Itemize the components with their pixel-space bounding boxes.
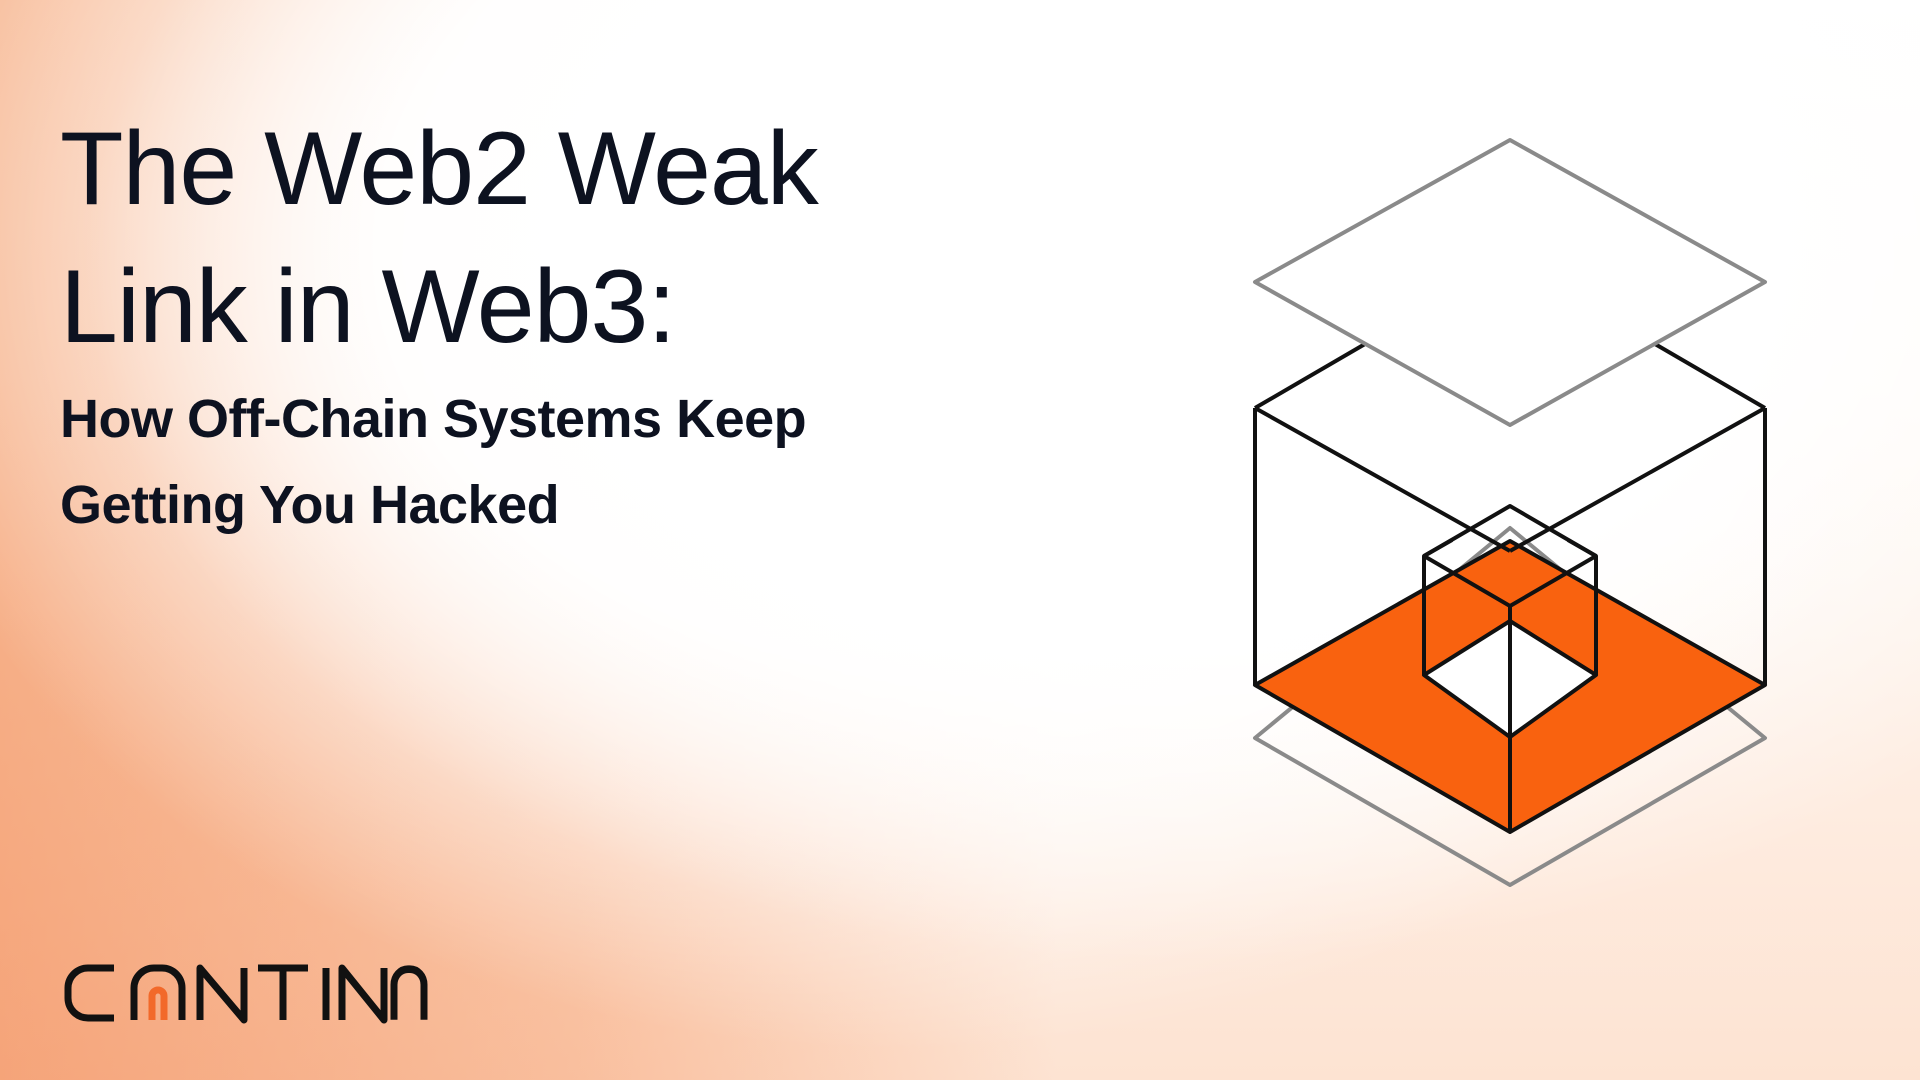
- isometric-cube-graphic: [1253, 138, 1767, 887]
- title-block: The Web2 Weak Link in Web3: How Off-Chai…: [60, 100, 940, 548]
- subtitle-line-1: How Off-Chain Systems Keep: [60, 389, 807, 449]
- top-plane: [1253, 138, 1767, 427]
- cantina-logo: [64, 964, 428, 1024]
- subtitle-line-2: Getting You Hacked: [60, 475, 560, 535]
- title-line-1: The Web2 Weak: [60, 111, 819, 227]
- outer-cube: [1253, 342, 1767, 832]
- title-line-2: Link in Web3:: [60, 249, 676, 365]
- inner-cube: [1422, 504, 1598, 737]
